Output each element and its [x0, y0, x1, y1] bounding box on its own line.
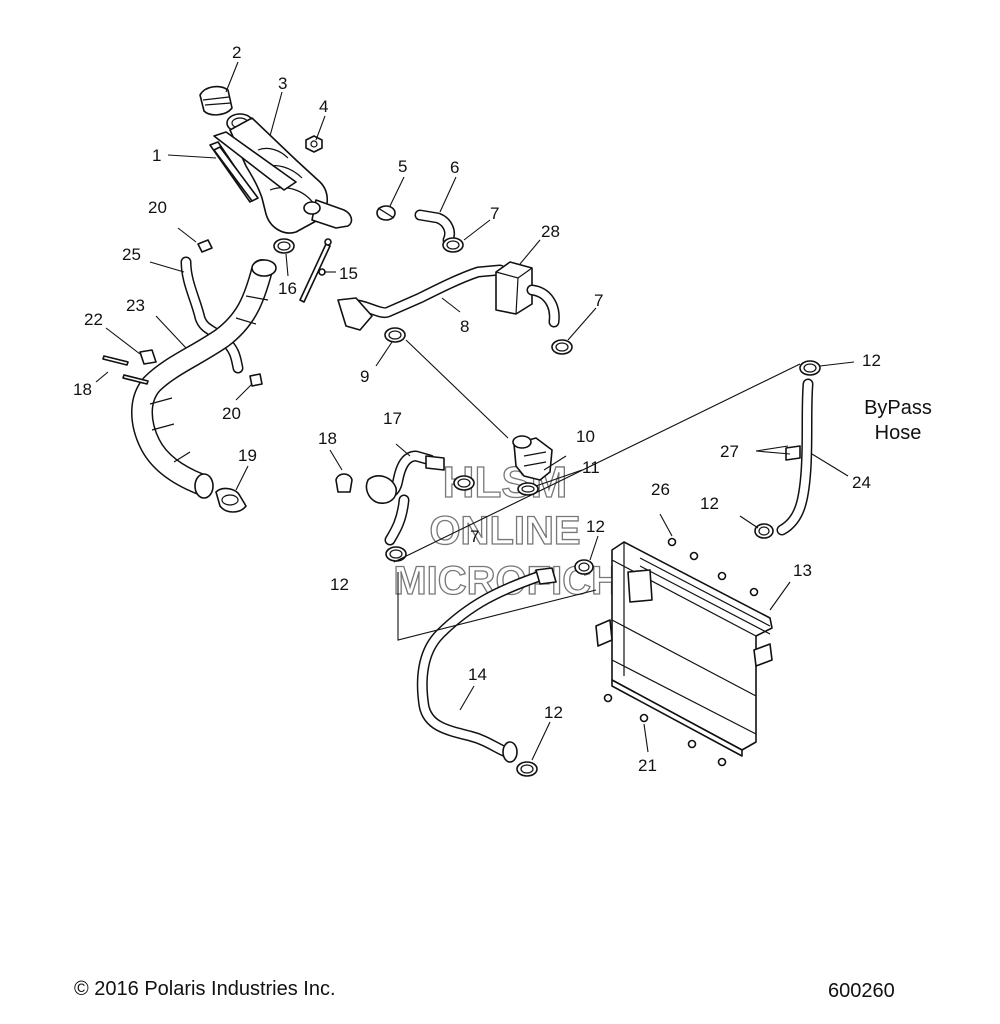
radiator-13 — [595, 541, 773, 757]
thermostat-outlet-10 — [512, 435, 553, 481]
filler-cap — [199, 85, 233, 116]
hose-clamp-12b — [754, 523, 774, 539]
clip-22 — [139, 349, 157, 365]
callout-15: 15 — [339, 264, 358, 283]
hose-bracket-28 — [495, 261, 560, 328]
hose-clamp-16 — [273, 238, 295, 254]
callout-28: 28 — [541, 222, 560, 241]
callout-2: 2 — [232, 43, 241, 62]
radiator-nuts-21 — [603, 693, 727, 767]
callout-12d: 12 — [586, 517, 605, 536]
bypass-hose-label: ByPass Hose — [846, 396, 950, 446]
hose-clamp-12c — [385, 546, 407, 562]
small-hose-25 — [180, 256, 244, 374]
lower-radiator-hose-14 — [416, 567, 557, 763]
callout-25: 25 — [122, 245, 141, 264]
figure-number: 600260 — [828, 980, 895, 1002]
plug-20b — [249, 373, 263, 387]
callout-22: 22 — [84, 310, 103, 329]
callout-11: 11 — [582, 458, 600, 477]
radiator-nuts-26 — [667, 537, 759, 597]
hose-clamp-19 — [215, 487, 247, 513]
callout-20a: 20 — [148, 198, 167, 217]
hose-clamp-5 — [376, 205, 396, 221]
callout-24: 24 — [852, 473, 871, 492]
hose-17 — [365, 450, 445, 546]
callout-12a: 12 — [862, 351, 881, 370]
main-coolant-hose-23 — [131, 259, 277, 499]
nut — [305, 135, 323, 153]
short-hose-6 — [414, 209, 456, 246]
callout-12b: 12 — [700, 494, 719, 513]
leader-lines — [95, 61, 855, 761]
callout-1: 1 — [152, 146, 161, 165]
callout-4: 4 — [319, 97, 328, 116]
bypass-hose-24 — [776, 378, 814, 536]
callout-16: 16 — [278, 279, 297, 298]
watermark-line-2: ONLINE — [429, 509, 580, 553]
hose-clamp-12a — [799, 360, 821, 376]
callouts: 1 2 3 4 5 6 7 28 7 8 9 15 16 20 25 23 22… — [73, 43, 881, 775]
plug-20a — [197, 239, 213, 253]
callout-27: 27 — [720, 442, 739, 461]
callout-21: 21 — [638, 756, 657, 775]
callout-6: 6 — [450, 158, 459, 177]
bleed-screw-15 — [299, 238, 332, 303]
callout-7a: 7 — [490, 204, 499, 223]
callout-10: 10 — [576, 427, 595, 446]
hose-clamp-7b — [551, 339, 573, 355]
bypass-label-line-1: ByPass — [864, 397, 932, 419]
callout-7c: 7 — [470, 527, 479, 546]
callout-26: 26 — [651, 480, 670, 499]
o-ring-11 — [517, 482, 539, 496]
callout-13: 13 — [793, 561, 812, 580]
hose-clamp-7a — [442, 237, 464, 253]
callout-8: 8 — [460, 317, 469, 336]
hose-clamp-7c — [453, 475, 475, 491]
hose-clamp-9 — [384, 327, 406, 343]
hose-clip-18 — [335, 473, 353, 493]
callout-14: 14 — [468, 665, 487, 684]
callout-3: 3 — [278, 74, 287, 93]
filler-neck-reservoir — [213, 113, 353, 234]
callout-19: 19 — [238, 446, 257, 465]
callout-20b: 20 — [222, 404, 241, 423]
vent-hose-8 — [337, 264, 506, 331]
callout-18a: 18 — [73, 380, 92, 399]
mounting-rod — [213, 146, 259, 202]
callout-18b: 18 — [318, 429, 337, 448]
callout-12e: 12 — [544, 703, 563, 722]
callout-12c: 12 — [330, 575, 349, 594]
bolt-18 — [102, 355, 149, 385]
hose-clamp-12d — [574, 559, 594, 575]
callout-5: 5 — [398, 157, 407, 176]
hose-clamp-12e — [516, 761, 538, 777]
callout-7b: 7 — [594, 291, 603, 310]
bypass-label-line-2: Hose — [874, 422, 922, 444]
callout-9: 9 — [360, 367, 369, 386]
callout-23: 23 — [126, 296, 145, 315]
copyright-notice: © 2016 Polaris Industries Inc. — [74, 978, 336, 1000]
callout-17: 17 — [383, 409, 402, 428]
